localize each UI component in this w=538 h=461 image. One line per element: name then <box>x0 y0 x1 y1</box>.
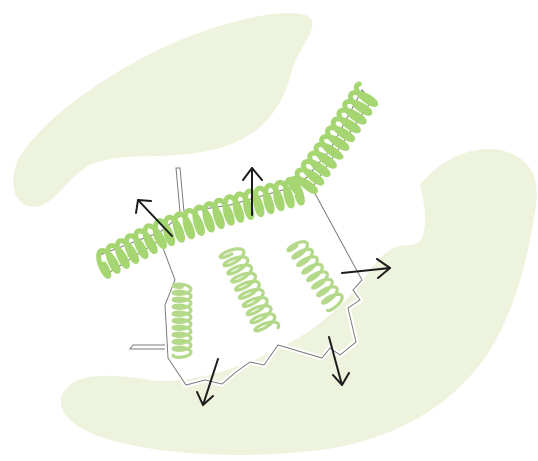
middle-spring <box>220 249 279 331</box>
right-arrow-icon <box>342 259 390 278</box>
right-spring <box>288 242 342 311</box>
outline-left-tab <box>130 345 165 349</box>
background-blobs <box>13 13 537 455</box>
left-spring <box>173 284 191 357</box>
upper-blob <box>13 13 312 207</box>
outline-top-tab <box>176 168 184 212</box>
